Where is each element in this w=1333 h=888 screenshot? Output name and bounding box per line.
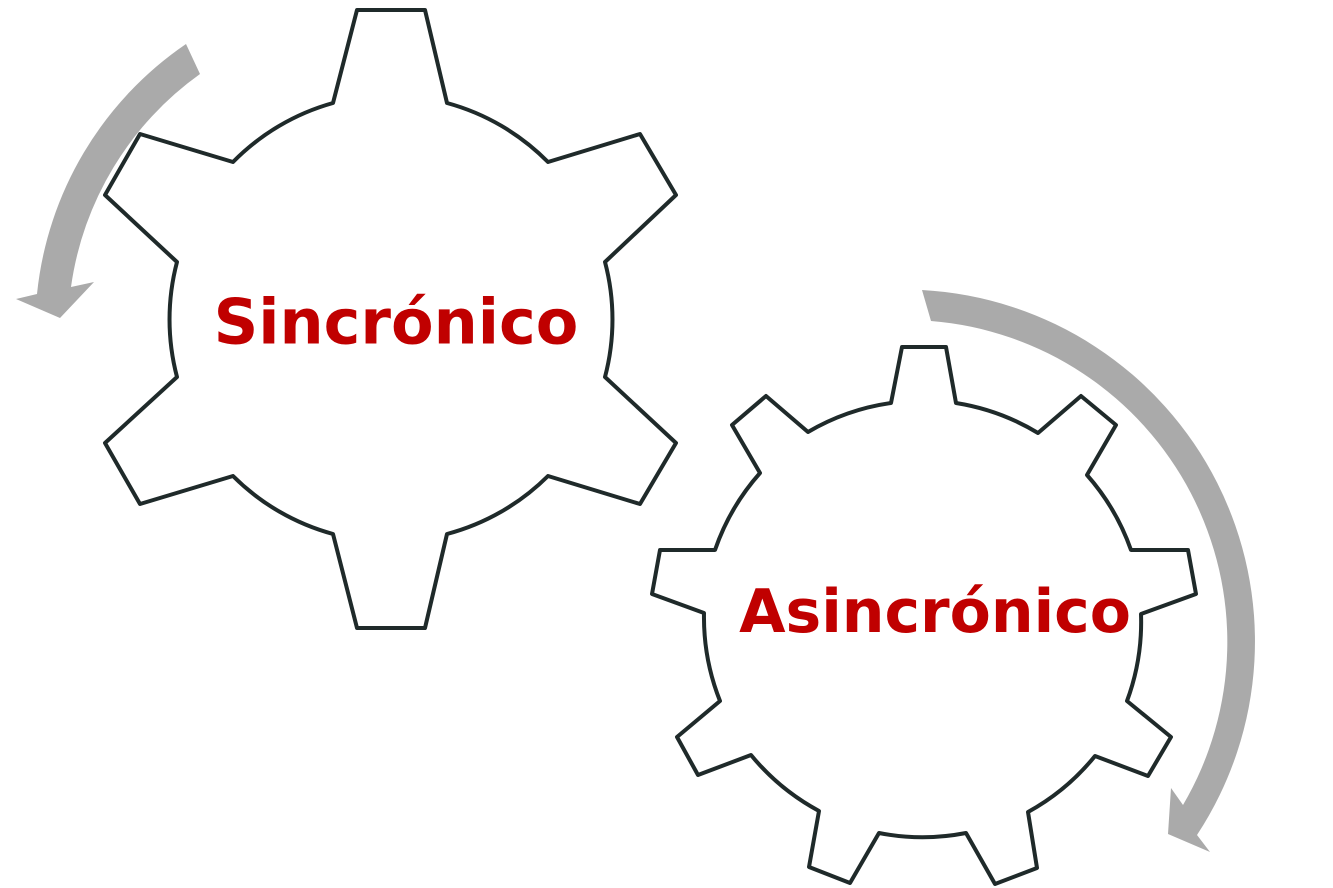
gear-sincronico-icon: [103, 8, 678, 630]
rotation-arrow-ccw-icon: [16, 44, 200, 318]
gear-label-asincronico: Asincrónico: [739, 577, 1131, 647]
rotation-arrow-cw-icon: [922, 290, 1255, 852]
gear-asincronico-icon: [650, 345, 1198, 886]
gear-label-sincronico: Sincrónico: [214, 286, 579, 359]
